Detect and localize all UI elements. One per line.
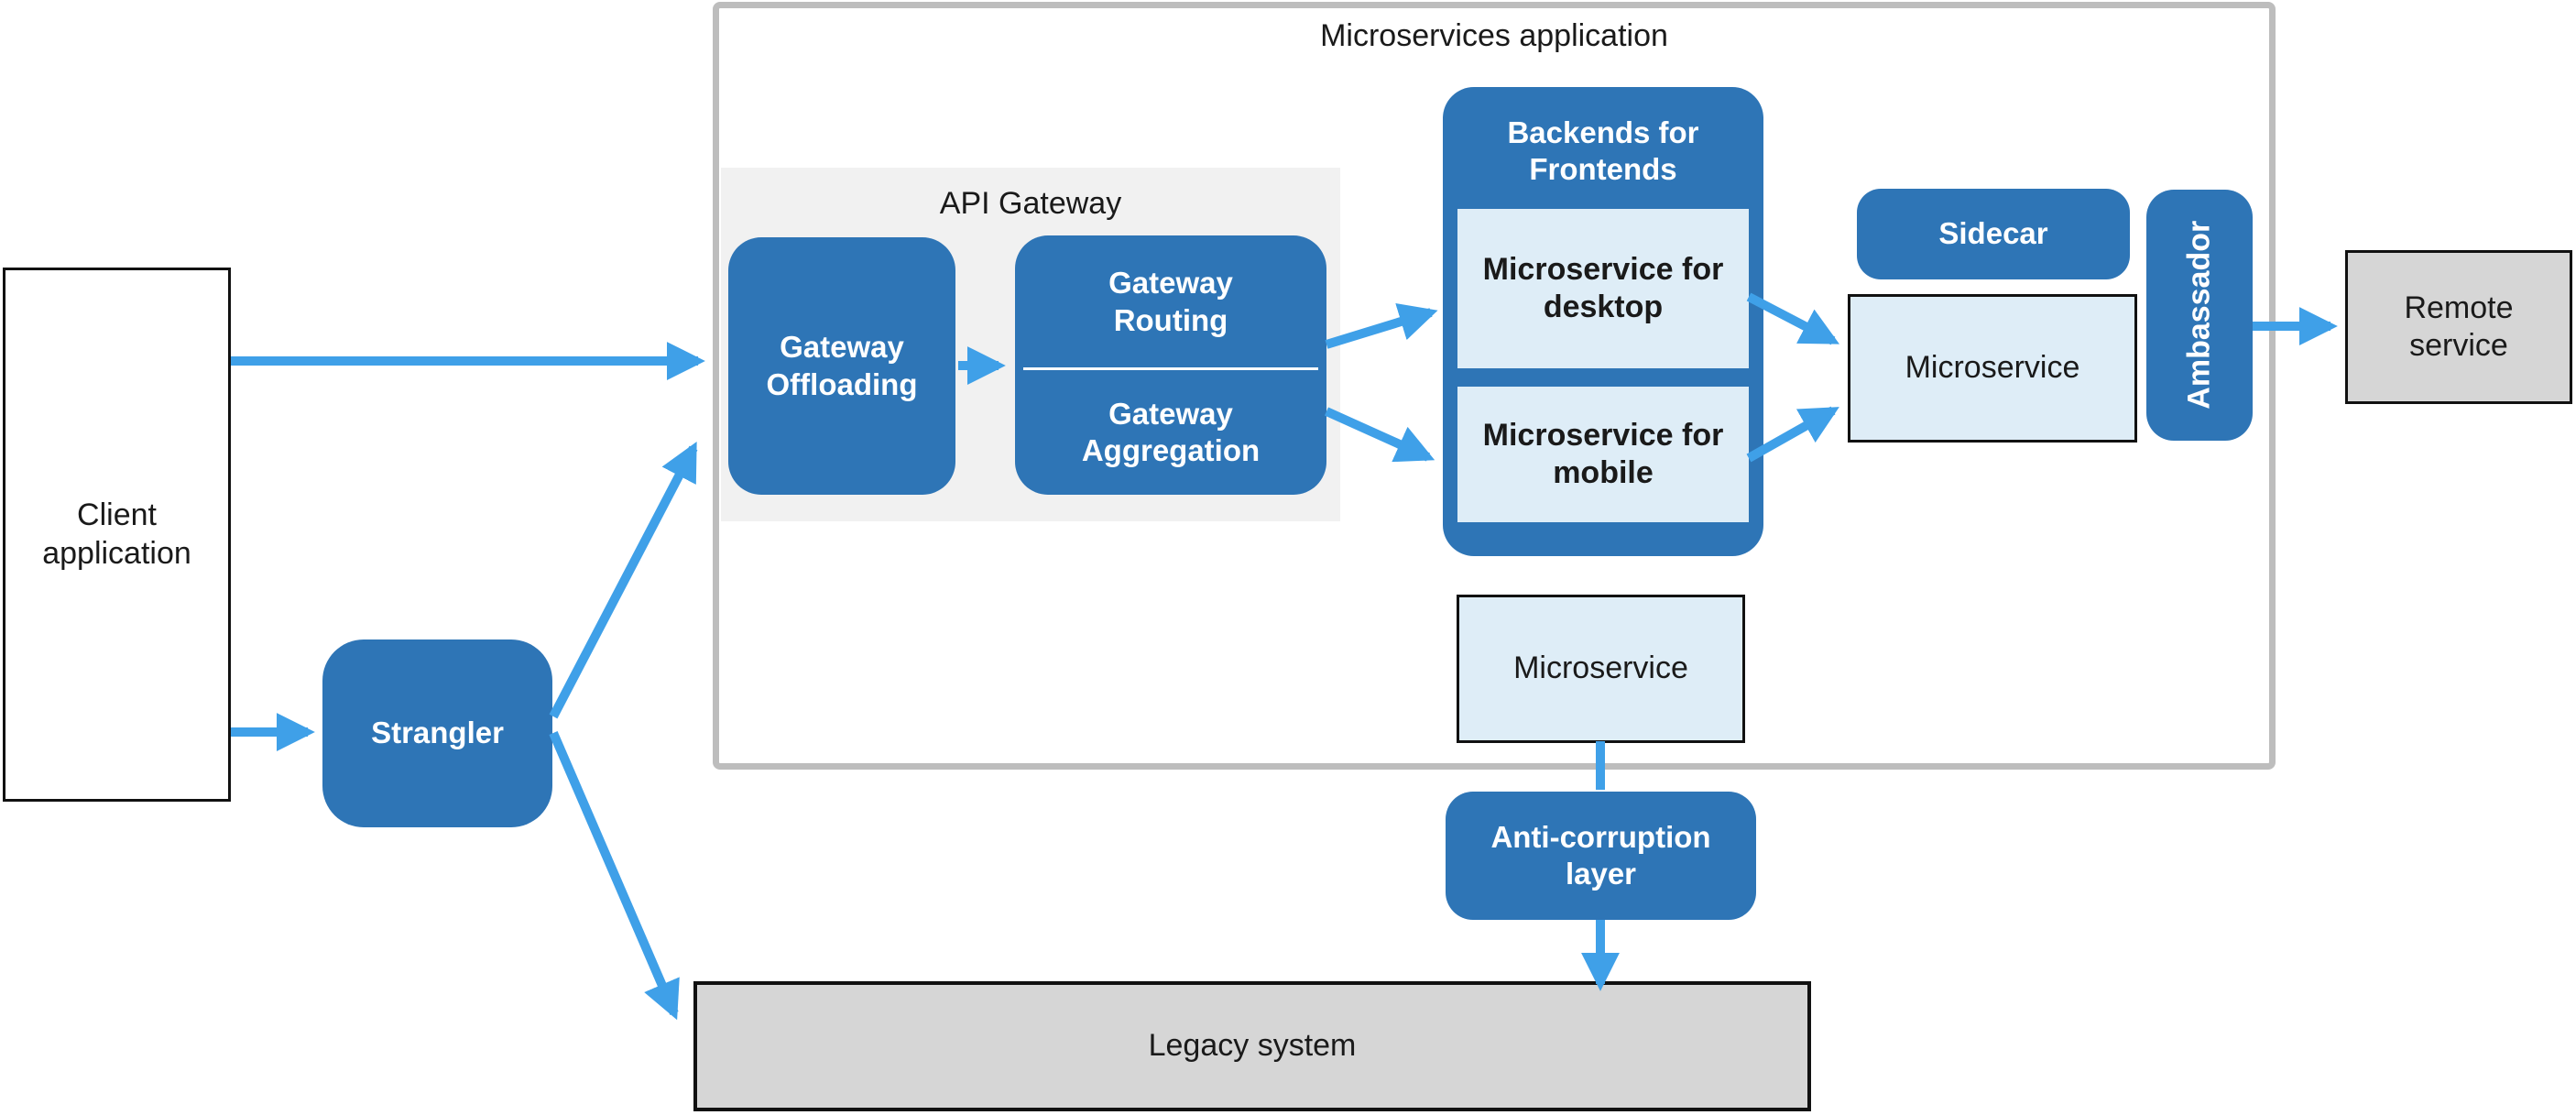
microservice-label: Microservice	[1905, 350, 2080, 386]
routing-aggregation-divider	[1023, 367, 1318, 370]
strangler-box: Strangler	[322, 639, 552, 827]
backends-for-frontends-title: Backends for Frontends	[1443, 96, 1763, 206]
ambassador-box: Ambassador	[2146, 190, 2253, 441]
strangler-label: Strangler	[371, 716, 504, 750]
backends-for-frontends-box: Backends for Frontends Microservice for …	[1443, 87, 1763, 556]
sidecar-box: Sidecar	[1857, 189, 2130, 279]
arrow-strangler-to-gateway-offloading	[549, 442, 698, 719]
gateway-aggregation-label: Gateway Aggregation	[1081, 396, 1261, 467]
ambassador-label: Ambassador	[2181, 221, 2217, 410]
gateway-routing-label: Gateway Routing	[1108, 266, 1233, 337]
microservice-for-desktop-box: Microservice for desktop	[1457, 209, 1749, 368]
api-gateway-label: API Gateway	[939, 186, 1122, 221]
microservice-lower-box: Microservice	[1457, 595, 1745, 743]
legacy-system-label: Legacy system	[1148, 1028, 1357, 1064]
microservice-for-mobile-box: Microservice for mobile	[1457, 387, 1749, 522]
anti-corruption-layer-box: Anti-corruption layer	[1446, 792, 1756, 920]
remote-service-box: Remote service	[2345, 250, 2572, 404]
legacy-system-box: Legacy system	[693, 981, 1811, 1111]
gateway-offloading-label: Gateway Offloading	[766, 330, 918, 401]
microservice-box: Microservice	[1848, 294, 2137, 443]
backends-for-frontends-label: Backends for Frontends	[1507, 115, 1699, 186]
gateway-routing-aggregation-box: Gateway Routing Gateway Aggregation	[1015, 235, 1326, 495]
gateway-aggregation-section: Gateway Aggregation	[1015, 370, 1326, 495]
remote-service-label: Remote service	[2404, 290, 2514, 363]
microservice-for-desktop-label: Microservice for desktop	[1482, 251, 1724, 324]
gateway-routing-section: Gateway Routing	[1015, 235, 1326, 368]
client-application-box: Client application	[3, 268, 231, 802]
client-application-label: Client application	[42, 497, 191, 571]
sidecar-label: Sidecar	[1938, 216, 2048, 251]
microservices-application-title: Microservices application	[1320, 18, 1668, 53]
microservice-for-mobile-label: Microservice for mobile	[1482, 417, 1724, 490]
gateway-offloading-box: Gateway Offloading	[728, 237, 955, 495]
anti-corruption-layer-label: Anti-corruption layer	[1490, 819, 1711, 891]
microservice-lower-label: Microservice	[1513, 650, 1688, 686]
arrow-strangler-to-legacy-system	[549, 731, 680, 1021]
